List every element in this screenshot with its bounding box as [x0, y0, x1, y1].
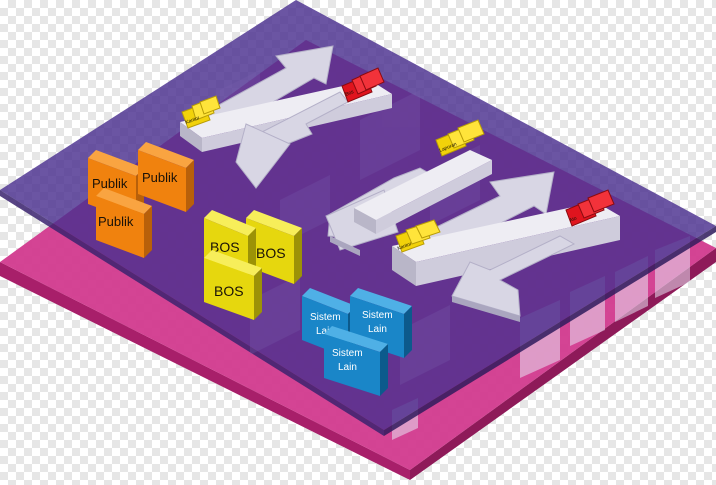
arrow-down-left-3	[451, 235, 576, 317]
svg-text:Lain: Lain	[338, 362, 357, 373]
chip-label-kantor-1: Kantor	[185, 115, 201, 126]
svg-text:Publik: Publik	[92, 176, 128, 191]
chip-label-bos: Bos	[345, 89, 356, 98]
bos-block: BOS	[204, 250, 262, 320]
chip-stack-yellow-2: Laporan	[435, 119, 485, 157]
publik-block: Publik	[96, 188, 152, 258]
flow-1: Kantor Bos	[180, 45, 392, 189]
svg-text:Lain: Lain	[368, 324, 387, 335]
publik-block: Publik	[138, 142, 194, 212]
chip-label-kantor-3: Kantor	[397, 241, 413, 252]
svg-text:Publik: Publik	[98, 214, 134, 229]
connector-bar-2	[354, 150, 492, 234]
sistem-lain-block: Sistem Lain	[324, 326, 388, 396]
svg-text:Sistem: Sistem	[332, 348, 363, 359]
svg-text:BOS: BOS	[256, 245, 286, 261]
sistem-lain-block: Sistem Lain	[350, 288, 412, 358]
publik-group: Publik Publik Publik	[88, 142, 194, 258]
svg-text:Publik: Publik	[142, 170, 178, 185]
svg-text:Lain: Lain	[316, 326, 335, 337]
flow-3: Kantor Ato	[392, 171, 620, 322]
svg-text:Sistem: Sistem	[362, 310, 393, 321]
bos-group: BOS BOS BOS	[204, 210, 302, 320]
chip-label-ato: Ato	[569, 215, 578, 223]
chip-stack-red-3: Ato	[565, 189, 615, 227]
chip-stack-yellow-3: Kantor	[395, 219, 441, 253]
chip-stack-yellow-1: Kantor	[181, 95, 221, 129]
svg-text:BOS: BOS	[214, 283, 244, 299]
chip-stack-red-1: Bos	[341, 67, 385, 103]
flow-2: Laporan	[325, 119, 492, 256]
sistem-lain-group: Sistem Lain Sistem Lain Sistem Lain	[302, 288, 412, 396]
svg-text:BOS: BOS	[210, 239, 240, 255]
svg-text:Sistem: Sistem	[310, 312, 341, 323]
